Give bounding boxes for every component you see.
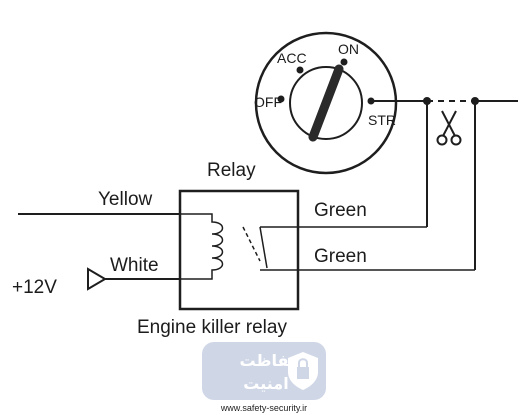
terminal-off-dot (277, 95, 285, 103)
relay-actuator-link (242, 226, 261, 262)
label-str: STR (368, 112, 396, 128)
switch-key-slot (308, 64, 344, 142)
watermark-line1: حفاظت (239, 351, 300, 370)
relay (178, 189, 475, 311)
relay-coil (180, 213, 224, 280)
label-off: OFF (254, 94, 282, 110)
yellow-label: Yellow (98, 189, 153, 210)
watermark-line2: امنیت (243, 374, 288, 393)
terminal-acc-dot (296, 66, 304, 74)
terminal-on-dot (340, 58, 348, 66)
green-label-bottom: Green (314, 246, 367, 267)
watermark-url: www.safety-security.ir (220, 403, 307, 413)
supply-label: +12V (12, 277, 57, 298)
ignition-switch: ACC ON OFF STR (254, 31, 398, 175)
label-acc: ACC (277, 50, 307, 66)
scissors-icon (436, 110, 462, 146)
relay-contact-arm (259, 226, 268, 269)
watermark-badge: حفاظت امنیت www.safety-security.ir (202, 342, 326, 413)
relay-box (178, 189, 300, 311)
relay-caption: Engine killer relay (137, 317, 287, 338)
supply-terminal-icon (87, 267, 107, 291)
shield-lock-icon (288, 352, 318, 390)
green-label-top: Green (314, 200, 367, 221)
relay-title: Relay (207, 160, 256, 181)
white-label: White (110, 255, 159, 276)
label-on: ON (338, 41, 359, 57)
